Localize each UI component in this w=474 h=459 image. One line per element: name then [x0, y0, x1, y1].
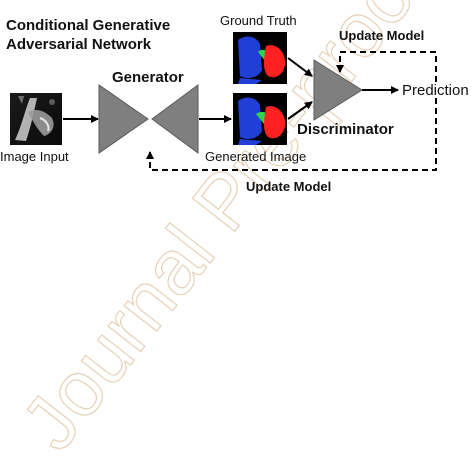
generator-decoder-triangle [151, 84, 199, 154]
update-model-generator-loop [146, 98, 437, 171]
prediction-label: Prediction [402, 82, 469, 99]
discriminator-label: Discriminator [297, 121, 394, 138]
arrow-generated-to-discriminator [287, 101, 313, 120]
update-model-discriminator-loop [336, 51, 437, 82]
discriminator-triangle [313, 59, 363, 121]
update-model-bottom-label: Update Model [246, 179, 331, 194]
watermark-text: Journal Pre-proof [4, 0, 445, 459]
arrow-ground-truth-to-discriminator [287, 57, 313, 77]
generated-image-label: Generated Image [205, 149, 306, 164]
journal-pre-proof-watermark: Journal Pre-proof [3, 0, 445, 459]
input-image-thumbnail [10, 93, 62, 145]
diagram-title-line2: Adversarial Network [6, 36, 152, 53]
update-model-top-label: Update Model [339, 28, 424, 43]
diagram-title-line1: Conditional Generative [6, 17, 170, 34]
ground-truth-image [233, 32, 287, 84]
generator-label: Generator [112, 69, 184, 86]
generated-image [233, 93, 287, 145]
image-input-label: Image Input [0, 149, 69, 164]
generator-block [98, 84, 199, 154]
generator-encoder-triangle [98, 84, 149, 154]
ground-truth-label: Ground Truth [220, 13, 297, 28]
